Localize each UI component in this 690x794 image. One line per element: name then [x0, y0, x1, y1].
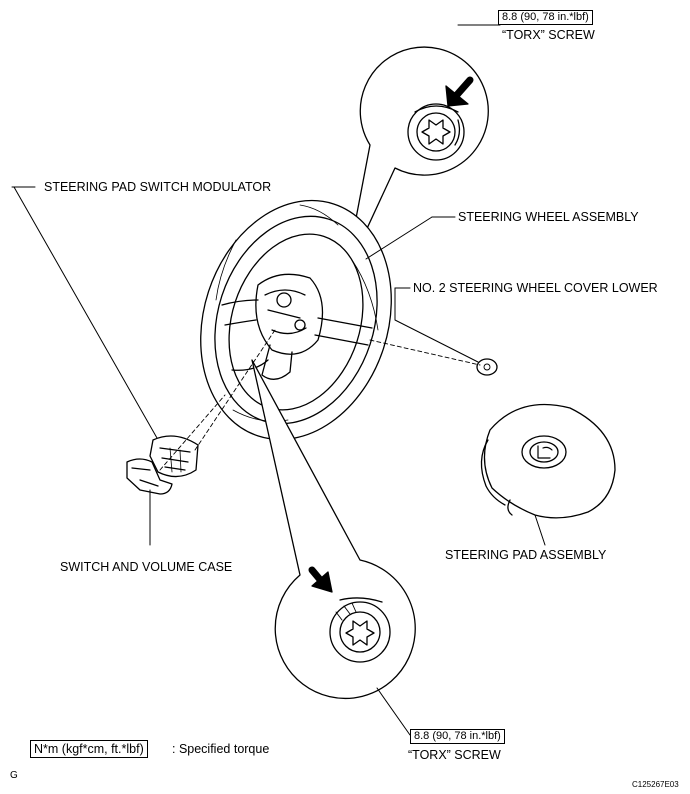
label-volume-case: SWITCH AND VOLUME CASE [60, 560, 233, 574]
dashed-guides [159, 329, 481, 471]
top-screw-callout [344, 46, 489, 277]
figure-id: C125267E03 [632, 780, 679, 789]
top-screw-label: “TORX” SCREW [502, 28, 595, 42]
footer-mark: G [10, 770, 18, 781]
label-pad-assembly: STEERING PAD ASSEMBLY [445, 548, 607, 562]
steering-pad-assembly [480, 403, 616, 519]
switch-and-volume-case [126, 458, 173, 495]
legend-unit-box: N*m (kgf*cm, ft.*lbf) [30, 740, 148, 758]
cover-lower-part [476, 358, 498, 376]
label-wheel-assembly: STEERING WHEEL ASSEMBLY [458, 210, 639, 224]
bottom-screw-label: “TORX” SCREW [408, 748, 501, 762]
steering-wheel [200, 199, 392, 441]
legend-meaning: : Specified torque [172, 742, 270, 756]
bottom-screw-callout [251, 359, 416, 699]
leader-lines [11, 24, 546, 736]
steering-pad-switch-modulator [149, 435, 199, 478]
top-torque-box: 8.8 (90, 78 in.*lbf) [498, 10, 593, 25]
label-modulator: STEERING PAD SWITCH MODULATOR [44, 180, 272, 194]
label-cover-lower: NO. 2 STEERING WHEEL COVER LOWER [413, 281, 658, 295]
bottom-torque-box: 8.8 (90, 78 in.*lbf) [410, 729, 505, 744]
